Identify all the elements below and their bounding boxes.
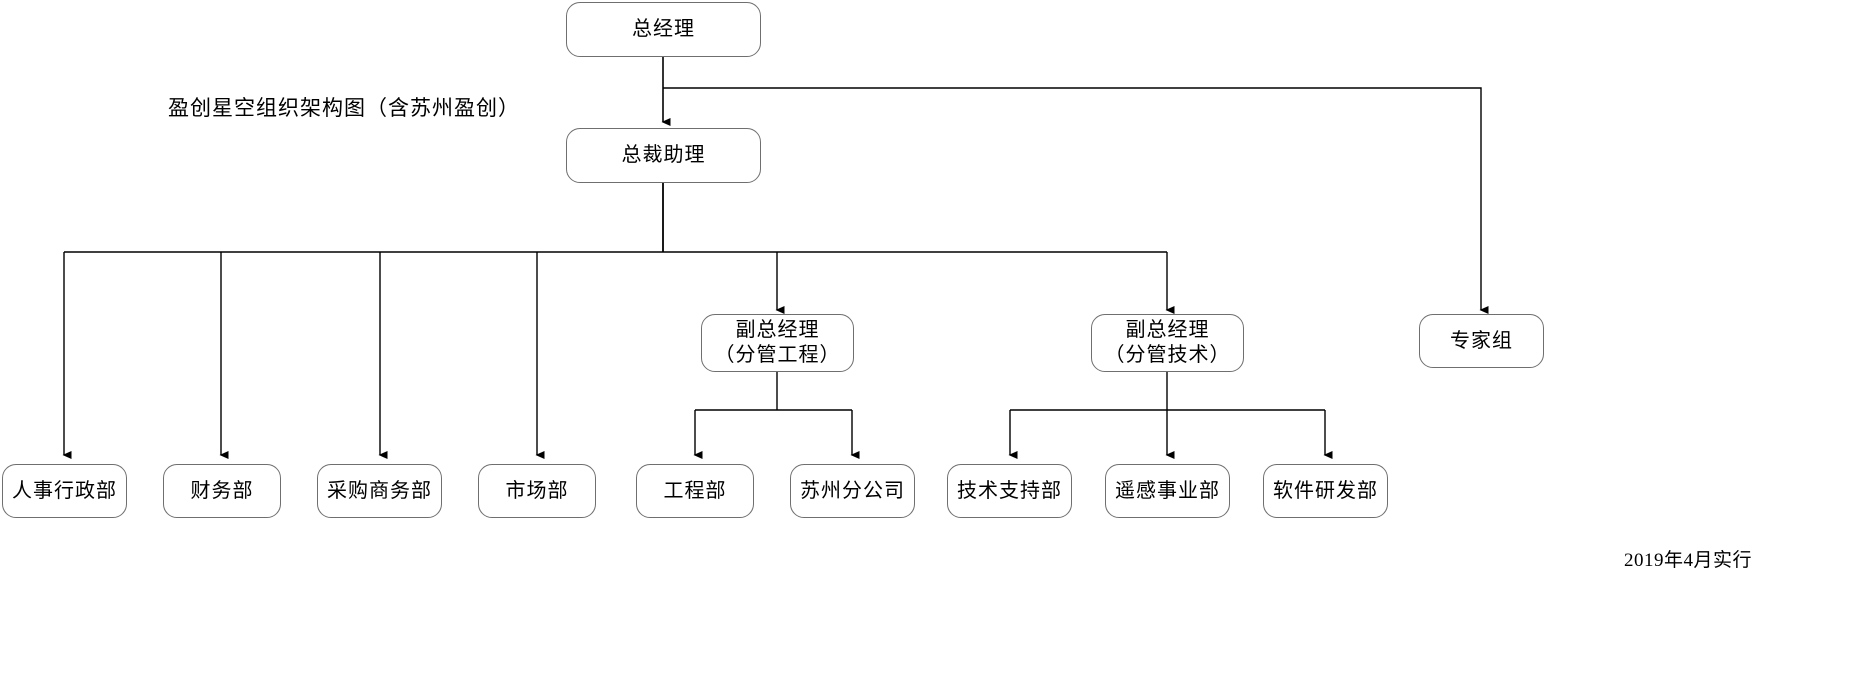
node-general-manager-label: 总经理 (632, 18, 695, 40)
node-department-finance-label: 财务部 (190, 479, 254, 502)
node-department-tech-support-label: 技术支持部 (957, 479, 1062, 502)
node-deputy-gm-technology-line2: （分管技术） (1104, 344, 1231, 366)
node-department-procurement[interactable]: 采购商务部 (317, 464, 442, 518)
node-department-suzhou-branch[interactable]: 苏州分公司 (790, 464, 915, 518)
node-president-assistant[interactable]: 总裁助理 (566, 128, 761, 183)
node-deputy-gm-technology[interactable]: 副总经理 （分管技术） (1091, 314, 1244, 372)
node-department-hr-admin[interactable]: 人事行政部 (2, 464, 127, 518)
node-department-suzhou-branch-label: 苏州分公司 (800, 479, 905, 502)
node-department-remote-sensing[interactable]: 遥感事业部 (1105, 464, 1230, 518)
node-deputy-gm-engineering-line2: （分管工程） (714, 344, 841, 366)
node-expert-group[interactable]: 专家组 (1419, 314, 1544, 368)
node-department-engineering[interactable]: 工程部 (636, 464, 754, 518)
chart-footer-date: 2019年4月实行 (1624, 550, 1753, 571)
node-deputy-gm-engineering[interactable]: 副总经理 （分管工程） (701, 314, 854, 372)
node-department-finance[interactable]: 财务部 (163, 464, 281, 518)
node-department-hr-admin-label: 人事行政部 (12, 479, 117, 502)
chart-title: 盈创星空组织架构图（含苏州盈创） (168, 96, 520, 120)
node-department-marketing[interactable]: 市场部 (478, 464, 596, 518)
node-department-software-rd[interactable]: 软件研发部 (1263, 464, 1388, 518)
node-department-software-rd-label: 软件研发部 (1273, 479, 1378, 502)
node-department-engineering-label: 工程部 (663, 479, 727, 502)
node-deputy-gm-technology-line1: 副总经理 (1125, 319, 1210, 341)
node-deputy-gm-engineering-line1: 副总经理 (735, 319, 820, 341)
node-department-marketing-label: 市场部 (505, 479, 569, 502)
node-president-assistant-label: 总裁助理 (621, 144, 706, 166)
node-department-tech-support[interactable]: 技术支持部 (947, 464, 1072, 518)
node-department-remote-sensing-label: 遥感事业部 (1115, 479, 1220, 502)
node-expert-group-label: 专家组 (1450, 329, 1513, 352)
node-general-manager[interactable]: 总经理 (566, 2, 761, 57)
node-department-procurement-label: 采购商务部 (327, 479, 432, 502)
